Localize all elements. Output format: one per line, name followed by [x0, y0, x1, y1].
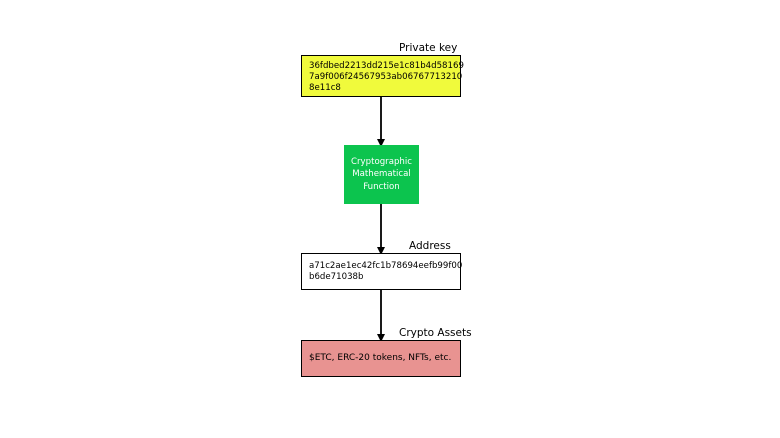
private-key-box: 36fdbed2213dd215e1c81b4d58169 7a9f006f24… — [301, 55, 464, 97]
private-key-label: Private key — [399, 42, 458, 54]
private-key-line-2: 7a9f006f24567953ab06767713210 — [309, 72, 463, 82]
function-line-3: Function — [363, 181, 400, 192]
address-line-2: b6de71038b — [309, 272, 364, 282]
address-label: Address — [409, 240, 451, 252]
private-key-line-1: 36fdbed2213dd215e1c81b4d58169 — [309, 61, 464, 71]
address-line-1: a71c2ae1ec42fc1b78694eefb99f00 — [309, 261, 463, 271]
crypto-assets-text: $ETC, ERC-20 tokens, NFTs, etc. — [309, 353, 452, 363]
function-line-2: Mathematical — [352, 169, 411, 180]
address-box: a71c2ae1ec42fc1b78694eefb99f00 b6de71038… — [301, 253, 463, 290]
crypto-assets-label: Crypto Assets — [399, 327, 472, 339]
crypto-function-box: Cryptographic Mathematical Function — [344, 145, 419, 204]
crypto-assets-box: $ETC, ERC-20 tokens, NFTs, etc. — [301, 340, 461, 377]
private-key-line-3: 8e11c8 — [309, 83, 341, 93]
function-line-1: Cryptographic — [351, 156, 412, 167]
